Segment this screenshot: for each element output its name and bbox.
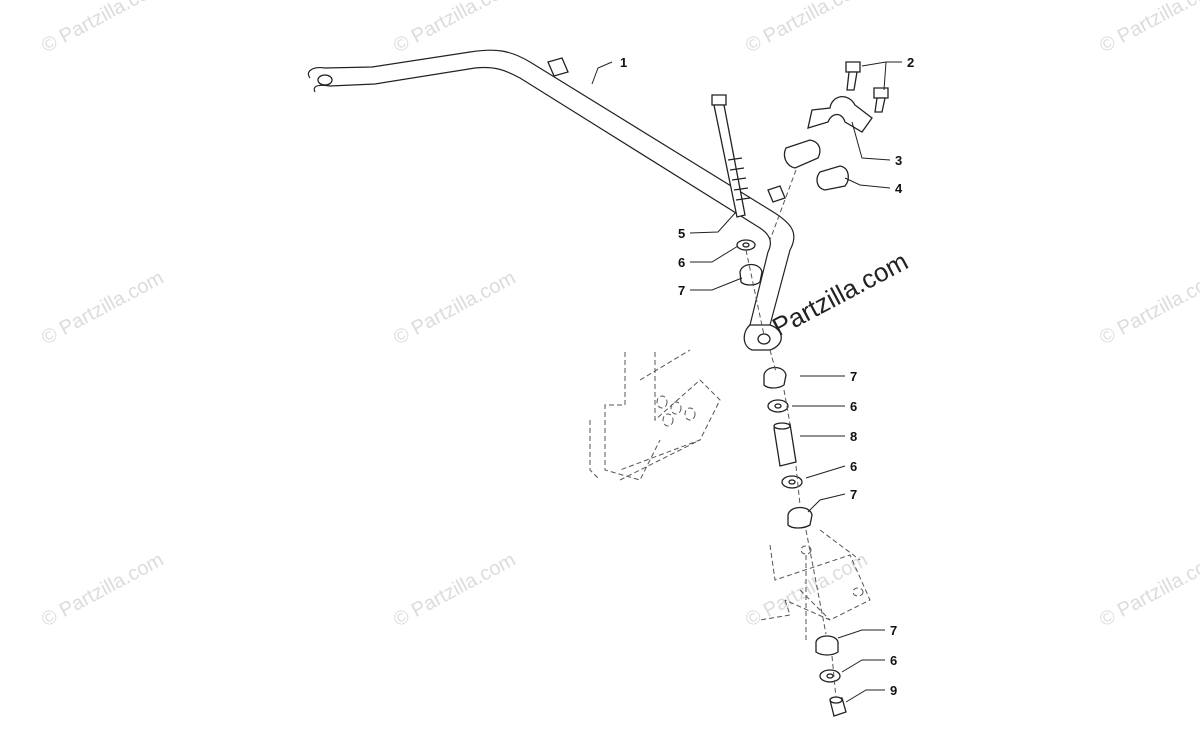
washer-mid-1 bbox=[767, 399, 789, 413]
callout-7: 7 bbox=[890, 623, 897, 638]
cone-bushing-mid-2 bbox=[787, 506, 813, 529]
bolt-axis bbox=[769, 169, 797, 241]
callout-numbers: 1 2 3 4 5 6 7 7 6 8 6 7 7 6 9 bbox=[620, 55, 914, 698]
frame-bracket-upper bbox=[589, 349, 721, 481]
washer-top bbox=[736, 239, 756, 251]
cone-bushing-mid-1 bbox=[763, 366, 787, 389]
callout-3: 3 bbox=[895, 153, 902, 168]
long-bolt bbox=[711, 94, 751, 218]
callout-6: 6 bbox=[890, 653, 897, 668]
spacer-tube bbox=[773, 422, 797, 467]
bracket-bolts bbox=[845, 61, 889, 113]
bushing bbox=[783, 139, 849, 191]
callout-7: 7 bbox=[678, 283, 685, 298]
frame-bracket-lower bbox=[759, 529, 871, 640]
callout-6: 6 bbox=[678, 255, 685, 270]
callout-6: 6 bbox=[850, 399, 857, 414]
callout-7: 7 bbox=[850, 369, 857, 384]
callout-8: 8 bbox=[850, 429, 857, 444]
callout-9: 9 bbox=[890, 683, 897, 698]
clamp-bracket bbox=[807, 96, 873, 133]
nut bbox=[829, 696, 847, 717]
center-axis bbox=[745, 249, 837, 699]
callout-6: 6 bbox=[850, 459, 857, 474]
leader-lines bbox=[591, 61, 902, 703]
callout-4: 4 bbox=[895, 181, 903, 196]
cone-bushing-bottom bbox=[815, 635, 839, 656]
callout-7: 7 bbox=[850, 487, 857, 502]
callout-1: 1 bbox=[620, 55, 627, 70]
callout-2: 2 bbox=[907, 55, 914, 70]
washer-bottom bbox=[819, 669, 841, 683]
sway-bar bbox=[307, 49, 795, 351]
washer-mid-2 bbox=[781, 475, 803, 489]
callout-5: 5 bbox=[678, 226, 685, 241]
